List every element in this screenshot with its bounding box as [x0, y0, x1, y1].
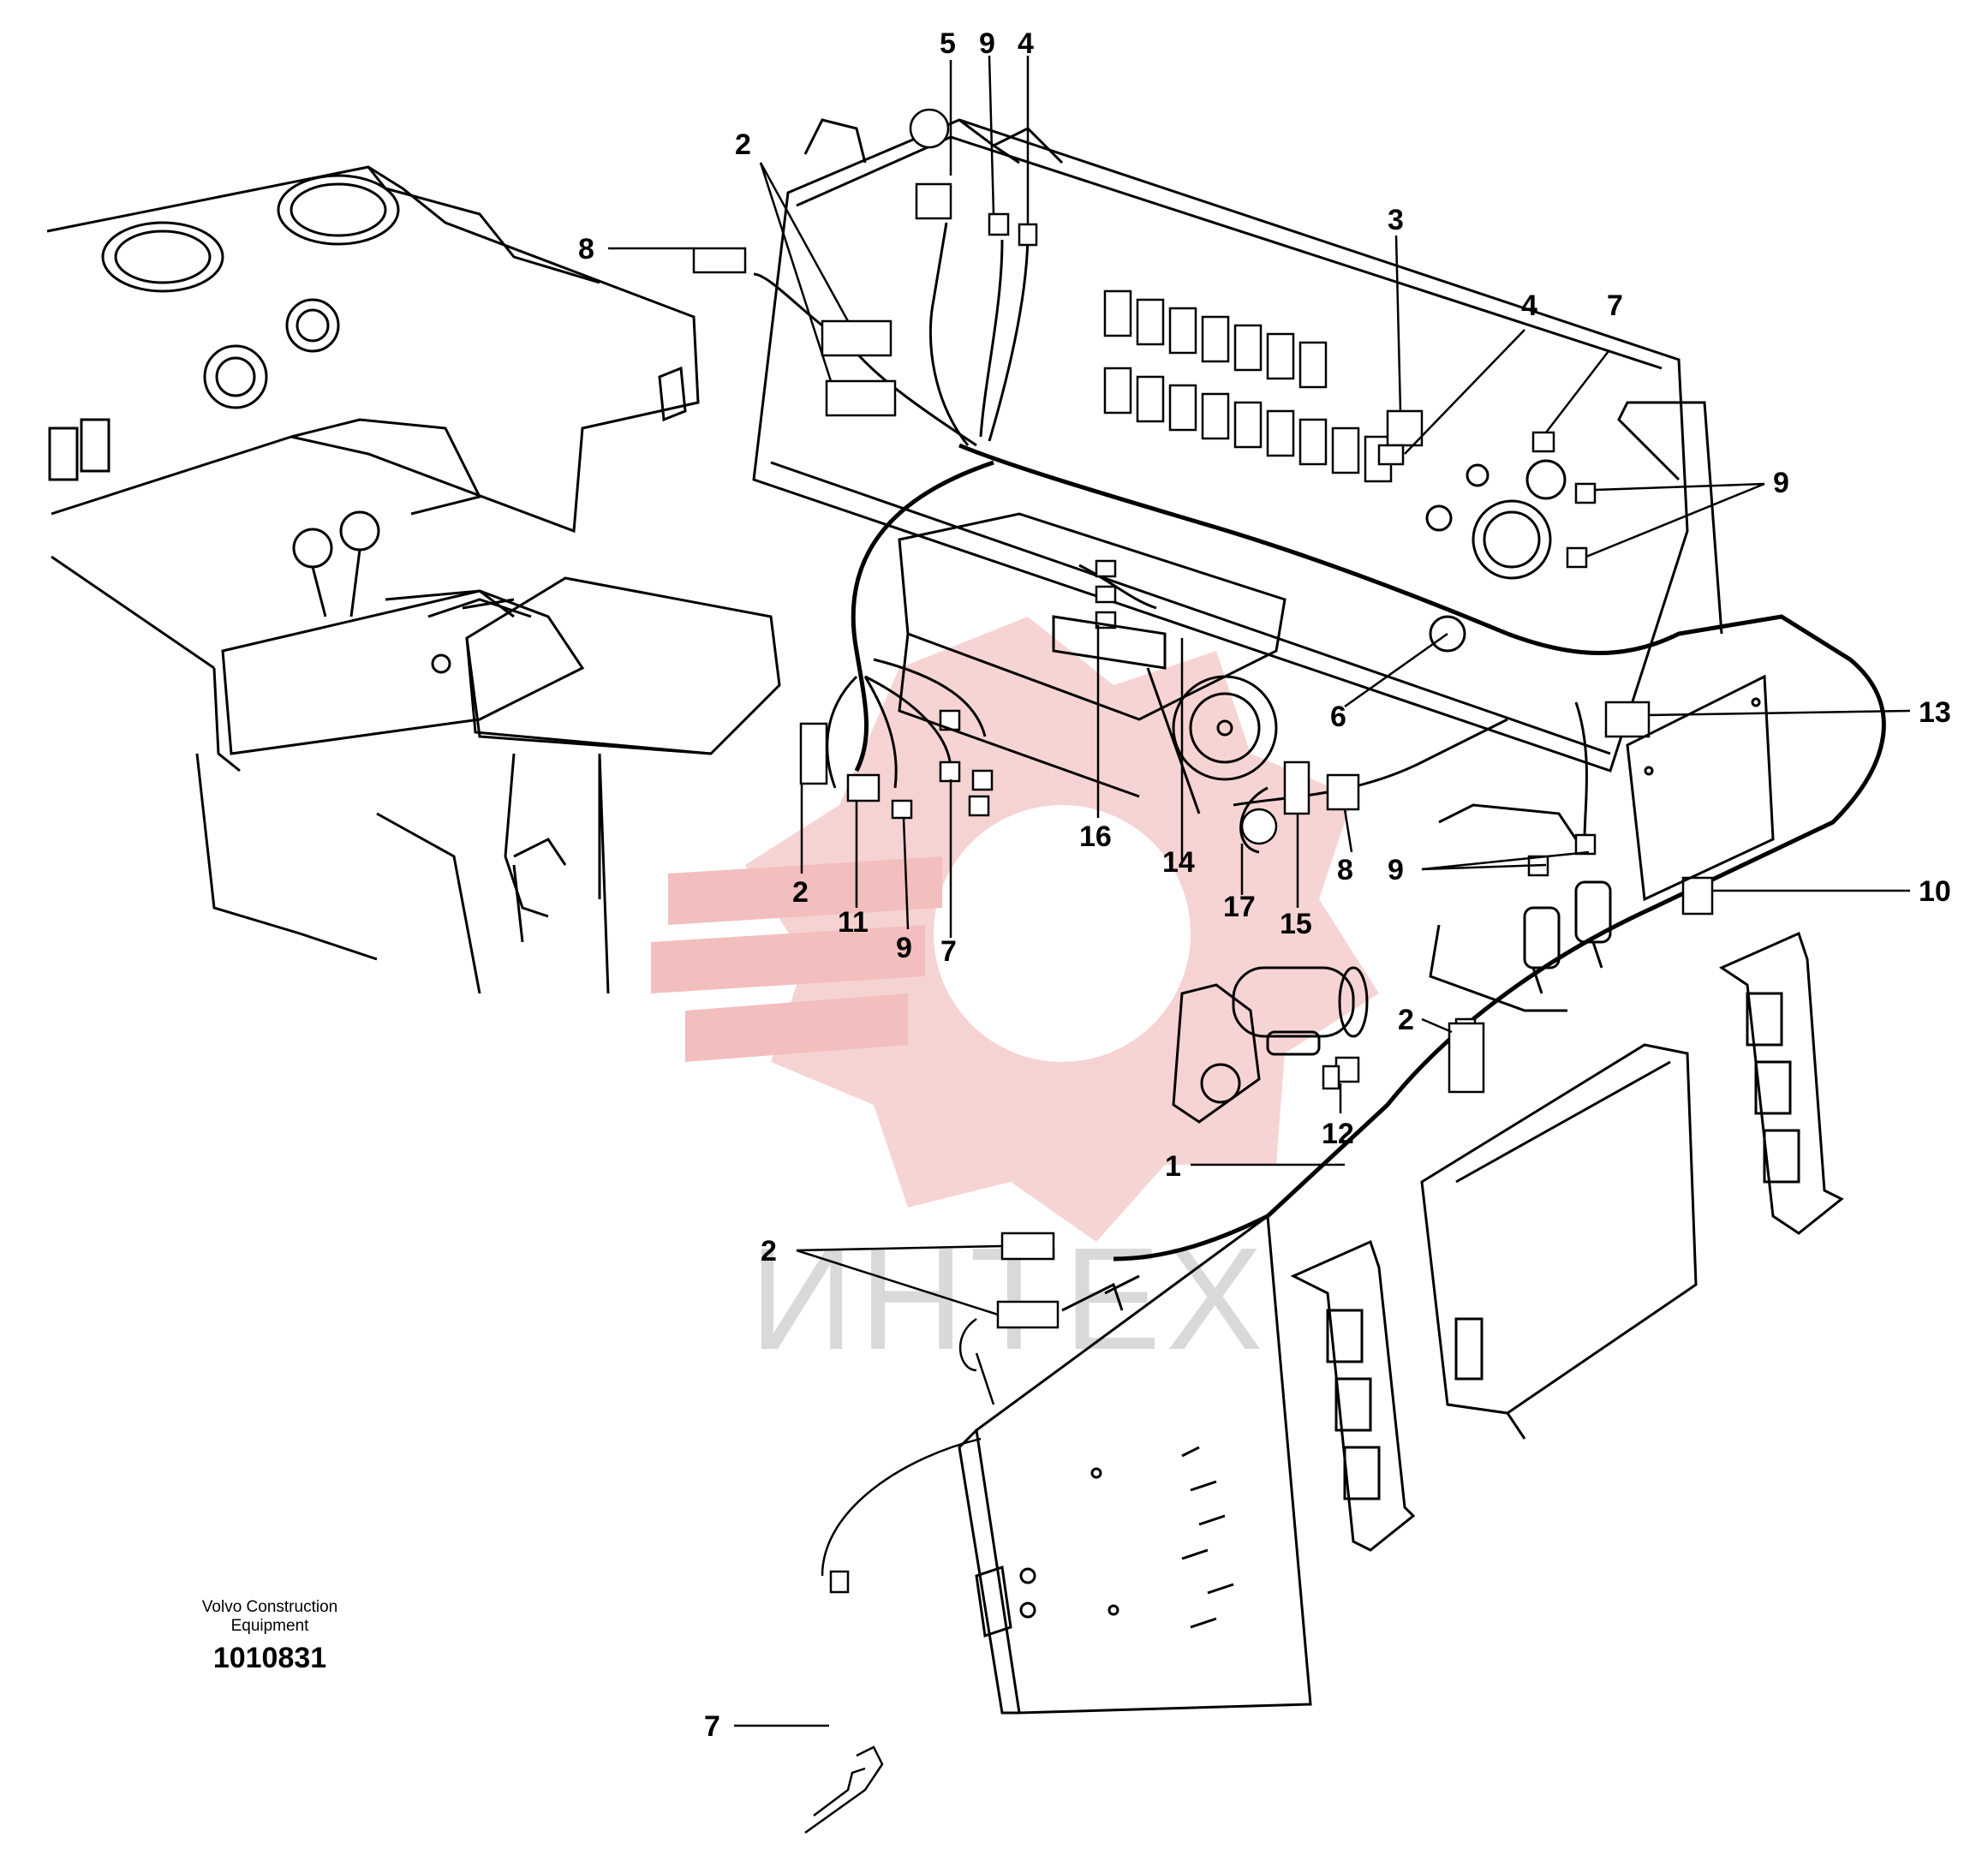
- connector-9-top: [988, 212, 1010, 236]
- bracket-left: [1290, 1239, 1416, 1552]
- callout-2-mid: 2: [1398, 1004, 1414, 1036]
- connector-5: [915, 182, 952, 220]
- callout-9-midright: 9: [1388, 854, 1404, 886]
- brand-line-1: Volvo Construction: [201, 1598, 338, 1616]
- connector-2-bottom-a: [1000, 1232, 1055, 1261]
- connector-7-right: [1531, 431, 1555, 453]
- connector-17: [1240, 808, 1278, 845]
- wiper-motor: [1172, 966, 1369, 1124]
- connector-11: [846, 773, 881, 802]
- central-box: [898, 512, 1287, 814]
- bracket-right: [1718, 931, 1844, 1235]
- connector-7-left-d: [968, 795, 990, 817]
- connector-2-mid: [1448, 1022, 1485, 1094]
- ecu-box: [1420, 1043, 1698, 1440]
- watermark-logo: [651, 617, 1379, 1242]
- callout-8-mid: 8: [1337, 854, 1353, 886]
- connector-10: [1681, 876, 1714, 916]
- connector-12b: [1322, 1065, 1340, 1090]
- callout-1: 1: [1165, 1150, 1181, 1183]
- callout-8-top: 8: [578, 233, 594, 265]
- callout-7-right: 7: [1607, 289, 1623, 322]
- callouts: 5 9 4 2 8 3 4 7 9 13 6 10 9 8 15 17 14 1…: [578, 27, 1951, 1743]
- connector-15: [1283, 761, 1310, 815]
- connector-9-left: [891, 799, 913, 820]
- connector-4-right: [1377, 444, 1405, 466]
- connector-9-right-b: [1566, 546, 1588, 569]
- callout-7-bottom: 7: [704, 1710, 720, 1743]
- callout-12: 12: [1322, 1118, 1354, 1150]
- joystick-console: [212, 510, 585, 772]
- gauges: [1425, 459, 1567, 653]
- callout-11: 11: [838, 906, 869, 939]
- control-unit-13: [1617, 401, 1775, 902]
- dashboard-housing: [46, 165, 700, 534]
- connector-7-left-b: [939, 761, 961, 783]
- callout-2-top: 2: [735, 128, 751, 161]
- rocker-switches: [1103, 289, 1393, 483]
- callout-15: 15: [1280, 908, 1312, 940]
- connector-9-mid-a: [1574, 833, 1597, 856]
- drawing-number: 1010831: [212, 1642, 327, 1674]
- callout-7-left: 7: [940, 935, 957, 968]
- callout-4-top: 4: [1018, 27, 1034, 60]
- callout-10: 10: [1919, 875, 1951, 908]
- connector-9-right-a: [1574, 482, 1597, 504]
- armrest: [51, 555, 781, 994]
- callout-9-right: 9: [1773, 467, 1789, 499]
- connectors: [692, 108, 1714, 1594]
- brand-line-2: Equipment: [230, 1617, 309, 1635]
- circuit-board: [958, 1214, 1312, 1715]
- antenna-cable: [804, 1317, 995, 1834]
- connector-3: [1386, 409, 1424, 447]
- callout-17: 17: [1223, 891, 1256, 923]
- connector-16b: [1095, 585, 1117, 604]
- callout-14: 14: [1162, 846, 1195, 879]
- callout-2-bottom: 2: [761, 1235, 777, 1268]
- connector-8-top: [692, 247, 747, 274]
- callout-9-top: 9: [979, 27, 995, 60]
- callout-5-top: 5: [940, 27, 956, 60]
- connector-16a: [1095, 559, 1117, 578]
- callout-16: 16: [1079, 820, 1112, 853]
- sensor-5: [909, 108, 950, 149]
- callout-3: 3: [1388, 204, 1404, 236]
- connector-4-top: [1018, 223, 1038, 247]
- main-harness: [851, 443, 1886, 1262]
- callout-6: 6: [1330, 701, 1346, 733]
- connector-2-left: [799, 722, 828, 785]
- callout-9-left: 9: [896, 932, 912, 964]
- connector-2a: [821, 319, 893, 357]
- connector-7-bottom: [829, 1570, 850, 1594]
- connector-2-bottom-b: [996, 1300, 1060, 1329]
- drawing-footer: Volvo Construction Equipment 1010831: [167, 1598, 373, 1675]
- washer-pumps: [1429, 803, 1612, 1012]
- connector-8-mid: [1326, 773, 1360, 811]
- leader-lines: [608, 55, 1911, 1727]
- callout-13: 13: [1919, 696, 1951, 729]
- connector-2b: [825, 379, 897, 417]
- callout-2-left: 2: [792, 876, 809, 909]
- callout-4-right: 4: [1521, 289, 1537, 322]
- grommet-13: [1604, 701, 1651, 738]
- connector-7-left-c: [971, 769, 994, 791]
